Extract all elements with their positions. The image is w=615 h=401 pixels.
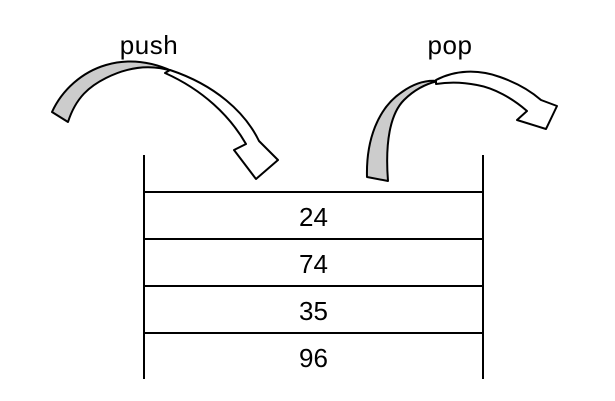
stack-container: 24 74 35 96 [143,155,484,379]
stack-cell-value: 74 [299,248,328,279]
stack-cell-value: 24 [299,201,328,232]
pop-arrow-head-icon [435,70,558,130]
push-label: push [119,30,179,60]
stack-cell: 24 [145,191,482,238]
push-arrow-tail-icon [51,60,173,123]
stack-opening [145,155,482,191]
stack-cell-value: 35 [299,295,328,326]
stack-cell: 35 [145,285,482,332]
pop-label: pop [427,30,473,60]
stack-cell: 74 [145,238,482,285]
stack-cell: 96 [145,332,482,379]
stack-cell-value: 96 [299,342,328,373]
